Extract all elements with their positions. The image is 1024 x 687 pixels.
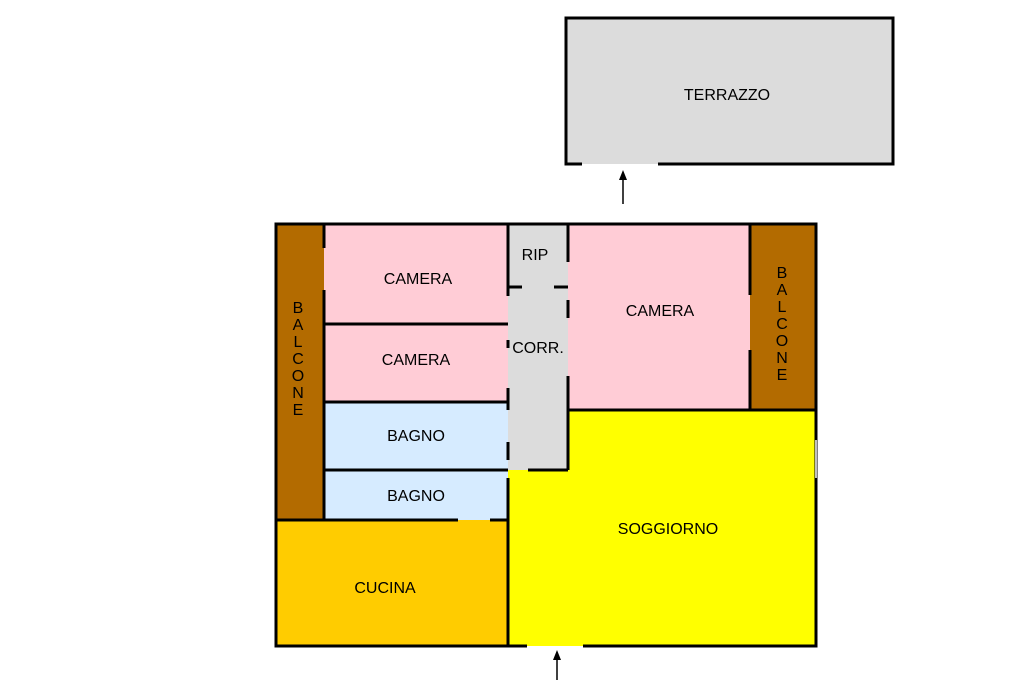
bagno-1-label: BAGNO bbox=[387, 428, 445, 445]
balcone-left-fill bbox=[276, 224, 324, 520]
cucina-label: CUCINA bbox=[354, 580, 416, 597]
terrazzo-label: TERRAZZO bbox=[684, 87, 770, 104]
camera-mid-left-fill bbox=[324, 324, 508, 402]
camera-right-fill bbox=[568, 224, 750, 410]
bagno-2-label: BAGNO bbox=[387, 488, 445, 505]
walls bbox=[274, 222, 818, 648]
corridoio-label: CORR. bbox=[512, 340, 564, 357]
room-labels: CAMERA CAMERA BAGNO BAGNO RIP CORR. CAME… bbox=[292, 247, 788, 597]
outer-wall bbox=[274, 222, 818, 648]
corridoio-fill bbox=[508, 224, 568, 470]
bagno-1-fill bbox=[324, 402, 508, 470]
cucina-fill bbox=[276, 520, 508, 646]
room-fills bbox=[276, 224, 816, 646]
terrazzo-room: TERRAZZO bbox=[564, 16, 895, 166]
soggiorno-label: SOGGIORNO bbox=[618, 521, 718, 538]
arrow-up-icon bbox=[553, 650, 561, 680]
balcone-right-fill bbox=[750, 224, 816, 410]
terrazzo-walls bbox=[564, 16, 895, 166]
camera-mid-left-label: CAMERA bbox=[382, 352, 451, 369]
soggiorno-fill bbox=[508, 410, 816, 646]
bagno-2-fill bbox=[324, 470, 508, 520]
terrazzo-fill bbox=[566, 18, 893, 164]
camera-right-label: CAMERA bbox=[626, 303, 695, 320]
camera-top-left-fill bbox=[324, 224, 508, 324]
camera-top-left-label: CAMERA bbox=[384, 271, 453, 288]
arrow-up-icon bbox=[619, 170, 627, 204]
ripostiglio-label: RIP bbox=[522, 247, 549, 264]
